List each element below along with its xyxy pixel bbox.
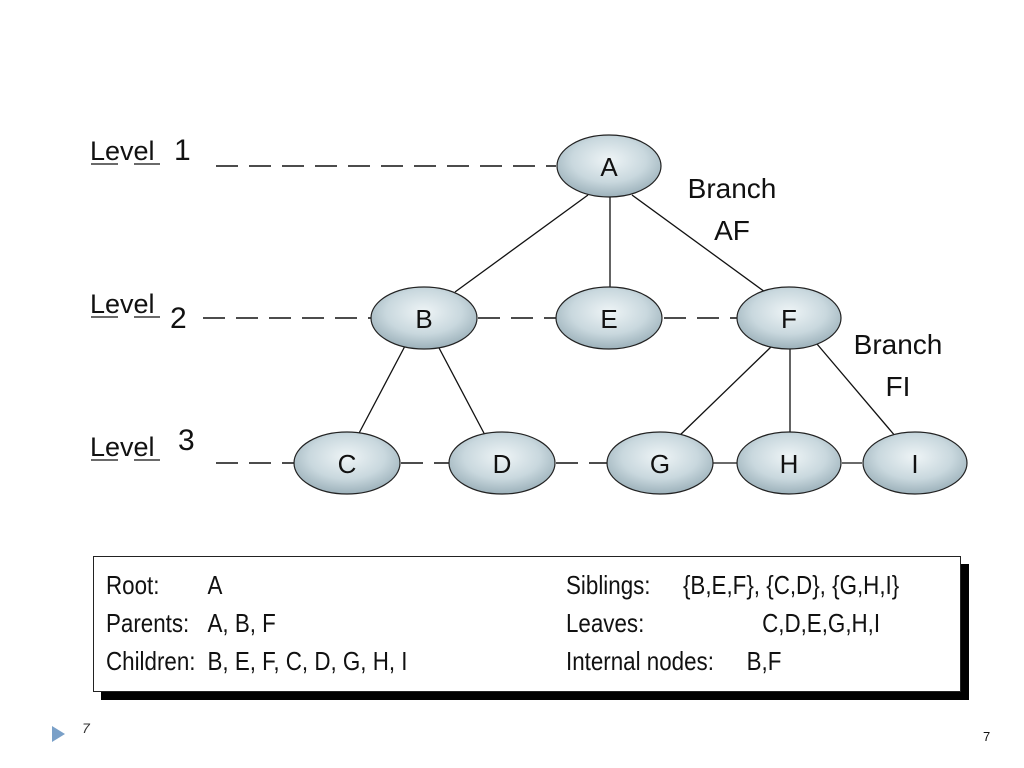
footer-arrow-icon <box>52 726 65 742</box>
page-number: 7 <box>983 729 991 744</box>
children-row: Children: B, E, F, C, D, G, H, I <box>106 646 408 676</box>
node-i: I <box>862 431 968 495</box>
internal-nodes-label: Internal nodes: <box>566 646 714 676</box>
level-2-label: Level 2 <box>90 289 187 335</box>
edge-b-c <box>356 345 406 438</box>
branch-fi-name: FI <box>886 371 911 402</box>
node-b: B <box>370 286 478 350</box>
footer-mark: 7 <box>82 720 90 736</box>
node-f: F <box>736 286 842 350</box>
branch-af-name: AF <box>714 215 750 246</box>
node-g: G <box>606 431 714 495</box>
parents-value: A, B, F <box>207 608 276 638</box>
level-3-word: Level <box>90 432 155 462</box>
level-dashed-lines <box>203 165 862 464</box>
edge-f-i <box>816 343 897 438</box>
internal-nodes-value: B,F <box>746 646 782 676</box>
node-e: E <box>555 286 663 350</box>
siblings-label: Siblings: <box>566 570 651 600</box>
node-d-label: D <box>493 449 512 479</box>
level-1-label: Level 1 <box>90 134 191 167</box>
leaves-row: Leaves: C,D,E,G,H,I <box>566 608 880 638</box>
siblings-row: Siblings: {B,E,F}, {C,D}, {G,H,I} <box>566 570 899 600</box>
node-b-label: B <box>415 304 432 334</box>
branch-af-label: Branch AF <box>688 173 777 246</box>
node-c-label: C <box>338 449 357 479</box>
parents-label: Parents: <box>106 608 190 638</box>
tree-edges <box>356 194 897 438</box>
children-value: B, E, F, C, D, G, H, I <box>207 646 408 676</box>
node-e-label: E <box>600 304 617 334</box>
edge-a-f <box>631 194 766 293</box>
level-3-label: Level 3 <box>90 424 195 462</box>
edge-a-b <box>454 194 589 293</box>
children-label: Children: <box>106 646 196 676</box>
level-3-number: 3 <box>178 424 195 457</box>
parents-row: Parents: A, B, F <box>106 608 276 638</box>
leaves-label: Leaves: <box>566 608 645 638</box>
edge-f-g <box>677 345 773 438</box>
level-1-word: Level <box>90 136 155 166</box>
internal-nodes-row: Internal nodes: B,F <box>566 646 781 676</box>
node-g-label: G <box>650 449 670 479</box>
root-value: A <box>207 570 223 600</box>
node-a: A <box>556 134 662 198</box>
root-row: Root: A <box>106 570 222 600</box>
branch-fi-word: Branch <box>854 329 943 360</box>
edge-b-d <box>437 345 487 438</box>
siblings-value: {B,E,F}, {C,D}, {G,H,I} <box>682 570 900 600</box>
branch-fi-label: Branch FI <box>854 329 943 402</box>
root-label: Root: <box>106 570 160 600</box>
node-h: H <box>736 431 842 495</box>
node-d: D <box>448 431 556 495</box>
leaves-value: C,D,E,G,H,I <box>762 608 881 638</box>
level-2-number: 2 <box>170 302 187 335</box>
node-a-label: A <box>600 152 618 182</box>
node-c: C <box>293 431 401 495</box>
level-2-word: Level <box>90 289 155 319</box>
level-1-number: 1 <box>174 134 191 167</box>
node-i-label: I <box>911 449 918 479</box>
branch-af-word: Branch <box>688 173 777 204</box>
node-h-label: H <box>780 449 799 479</box>
tree-terminology-box: Root: A Parents: A, B, F Children: B, E, F,… <box>93 556 961 692</box>
node-f-label: F <box>781 304 797 334</box>
